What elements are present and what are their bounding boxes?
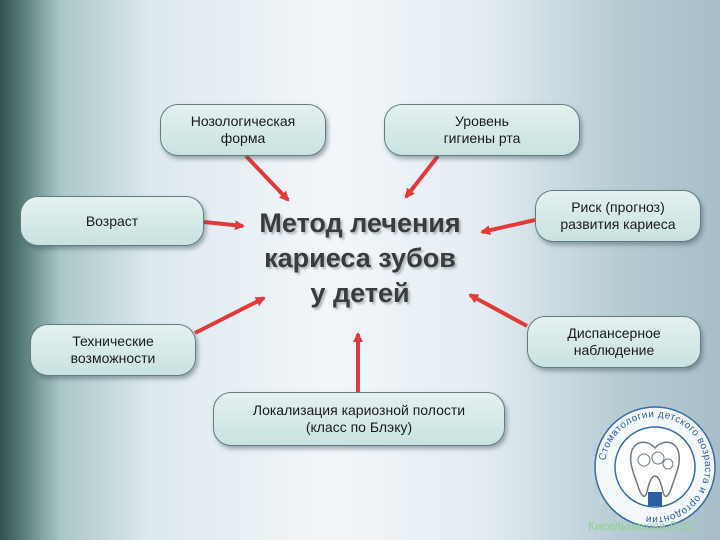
factor-technical: Технические возможности bbox=[30, 324, 196, 376]
factor-hygiene-label: Уровень гигиены рта bbox=[443, 113, 521, 146]
factor-dispensary-label: Диспансерное наблюдение bbox=[567, 325, 661, 358]
factor-nosology: Нозологическая форма bbox=[160, 104, 326, 156]
arrow-technical bbox=[194, 296, 266, 335]
factor-risk: Риск (прогноз) развития кариеса bbox=[535, 190, 701, 242]
dental-department-seal-icon: Стоматологии детского возраста и ортодон… bbox=[594, 406, 716, 528]
factor-technical-label: Технические возможности bbox=[70, 333, 156, 366]
arrow-dispensary bbox=[468, 293, 528, 328]
factor-age-label: Возраст bbox=[85, 212, 139, 229]
factor-hygiene: Уровень гигиены рта bbox=[384, 104, 580, 156]
factor-localization: Локализация кариозной полости (класс по … bbox=[213, 392, 505, 446]
factor-risk-label: Риск (прогноз) развития кариеса bbox=[560, 199, 676, 232]
factor-dispensary: Диспансерное наблюдение bbox=[527, 316, 701, 368]
arrow-hygiene bbox=[404, 154, 440, 199]
factor-nosology-label: Нозологическая форма bbox=[190, 113, 296, 146]
factor-localization-label: Локализация кариозной полости (класс по … bbox=[252, 402, 466, 435]
arrow-age bbox=[203, 220, 245, 231]
arrow-nosology bbox=[244, 154, 290, 202]
factor-age: Возраст bbox=[20, 196, 204, 246]
arrow-risk bbox=[480, 218, 536, 236]
author-credit: Кисельникова Л.Ю. bbox=[588, 519, 696, 533]
center-title: Метод лечения кариеса зубов у детей bbox=[259, 208, 461, 308]
